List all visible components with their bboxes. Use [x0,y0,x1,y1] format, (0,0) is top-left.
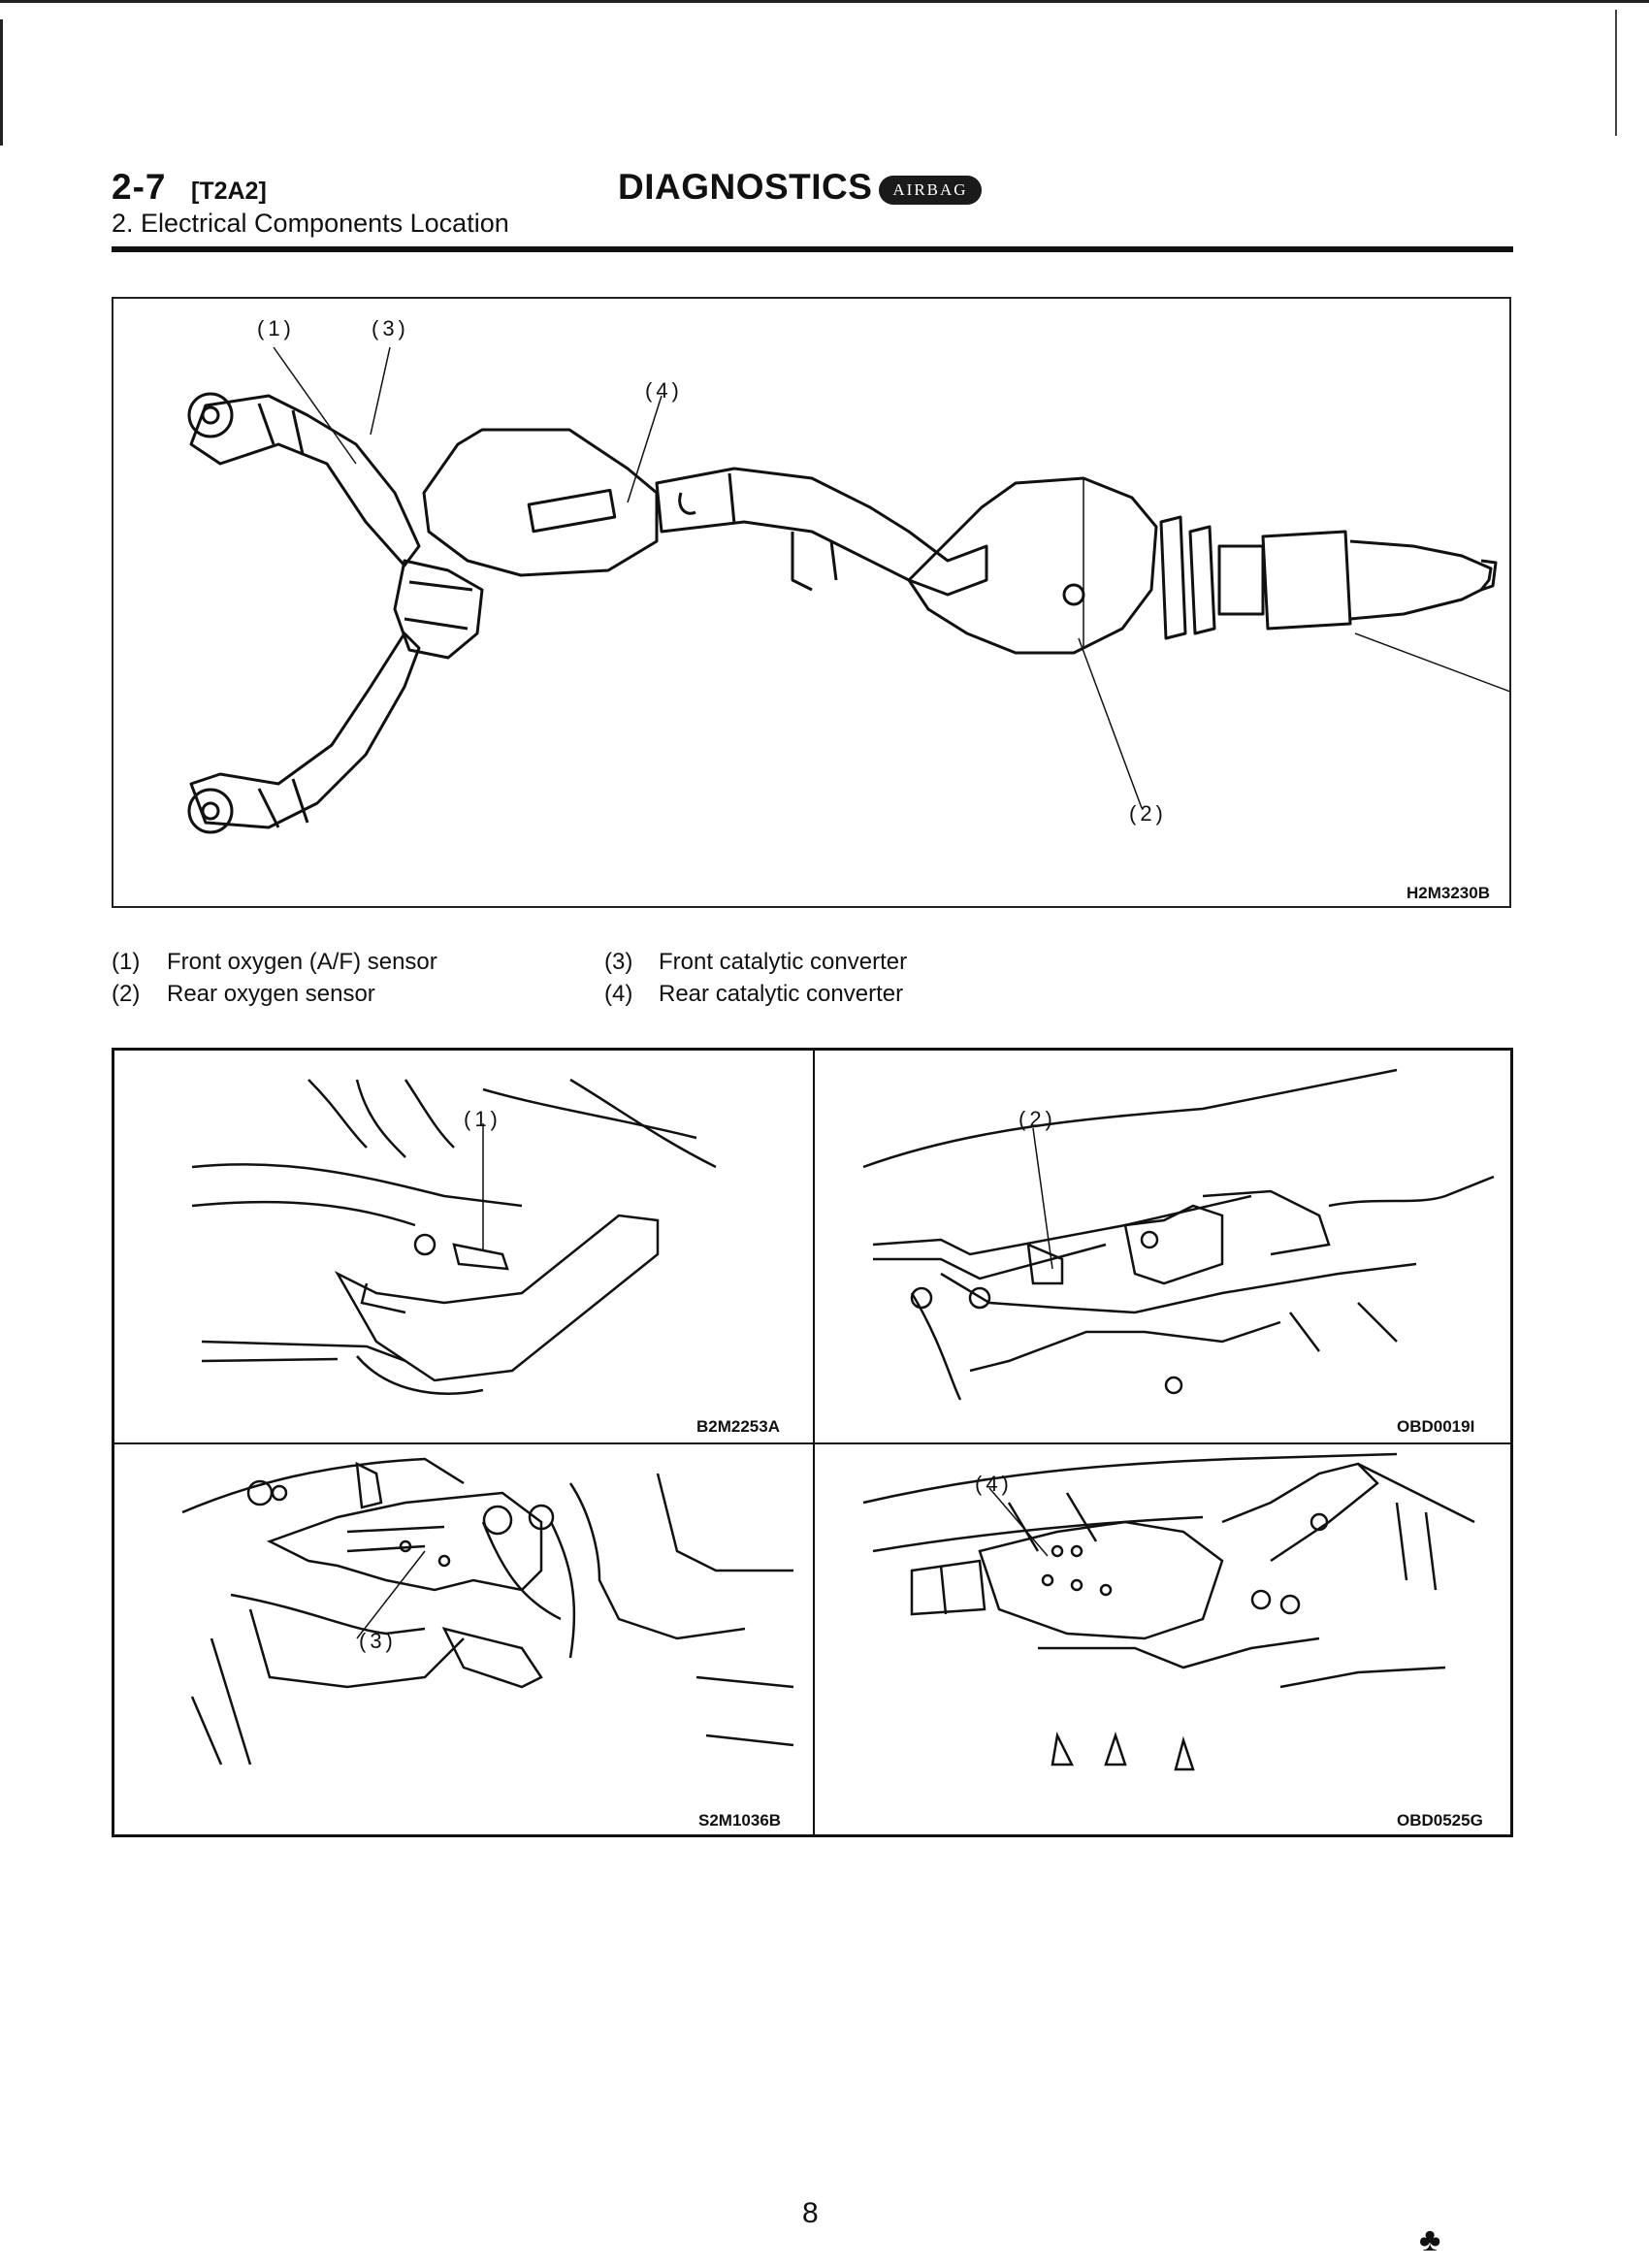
page-number: 8 [802,2197,819,2229]
detail-figure-rear-oxygen-sensor: (2) OBD0019I [815,1051,1510,1442]
detail-callout-4: (4) [975,1472,1013,1496]
detail-code-3: S2M1036B [698,1811,782,1830]
legend-text-3: Front catalytic converter [659,949,908,975]
exhaust-system-figure: (1) (3) (4) (2) H2M3230B [112,297,1511,908]
section-title: 2. Electrical Components Location [112,209,509,238]
main-callout-1: (1) [257,316,295,340]
legend-text-1: Front oxygen (A/F) sensor [167,949,437,975]
rear-oxygen-sensor-illustration [862,1068,1495,1401]
header-rule [112,246,1513,252]
detail-figure-front-oxygen-sensor: (1) B2M2253A [114,1051,813,1442]
detail-callout-3: (3) [359,1629,397,1653]
section-code: [T2A2] [191,178,267,205]
legend-num-1: (1) [112,949,141,975]
legend-num-4: (4) [604,981,633,1007]
detail-callout-2: (2) [1018,1107,1056,1131]
airbag-badge: AIRBAG [879,176,982,205]
detail-code-2: OBD0019I [1397,1417,1475,1436]
legend-num-3: (3) [604,949,633,975]
legend-text-2: Rear oxygen sensor [167,981,375,1007]
detail-figure-grid: (1) B2M2253A (2 [112,1048,1513,1837]
main-figure-code: H2M3230B [1406,884,1490,902]
detail-code-1: B2M2253A [696,1417,780,1436]
front-oxygen-sensor-illustration [191,1078,717,1395]
detail-callout-1: (1) [464,1107,501,1131]
top-border-line [0,0,1649,3]
front-catalytic-converter-illustration [181,1457,794,1766]
detail-figure-rear-catalytic-converter: (4) OBD0525G [815,1444,1510,1834]
legend-text-4: Rear catalytic converter [659,981,904,1007]
section-number: 2-7 [112,167,167,207]
main-callout-4: (4) [645,378,683,403]
legend-num-2: (2) [112,981,141,1007]
corner-stamp-icon: ♣ [1419,2221,1441,2258]
main-callout-3: (3) [372,316,409,340]
right-binding-mark [1615,10,1617,136]
grid-horizontal-divider [114,1442,1510,1444]
detail-figure-front-catalytic-converter: (3) S2M1036B [114,1444,813,1834]
detail-code-4: OBD0525G [1397,1811,1483,1830]
left-binding-mark [0,19,3,146]
rear-catalytic-converter-illustration [862,1452,1475,1771]
page-title: DIAGNOSTICS [618,167,873,207]
main-callout-2: (2) [1129,801,1167,826]
exhaust-system-illustration [187,346,1509,834]
